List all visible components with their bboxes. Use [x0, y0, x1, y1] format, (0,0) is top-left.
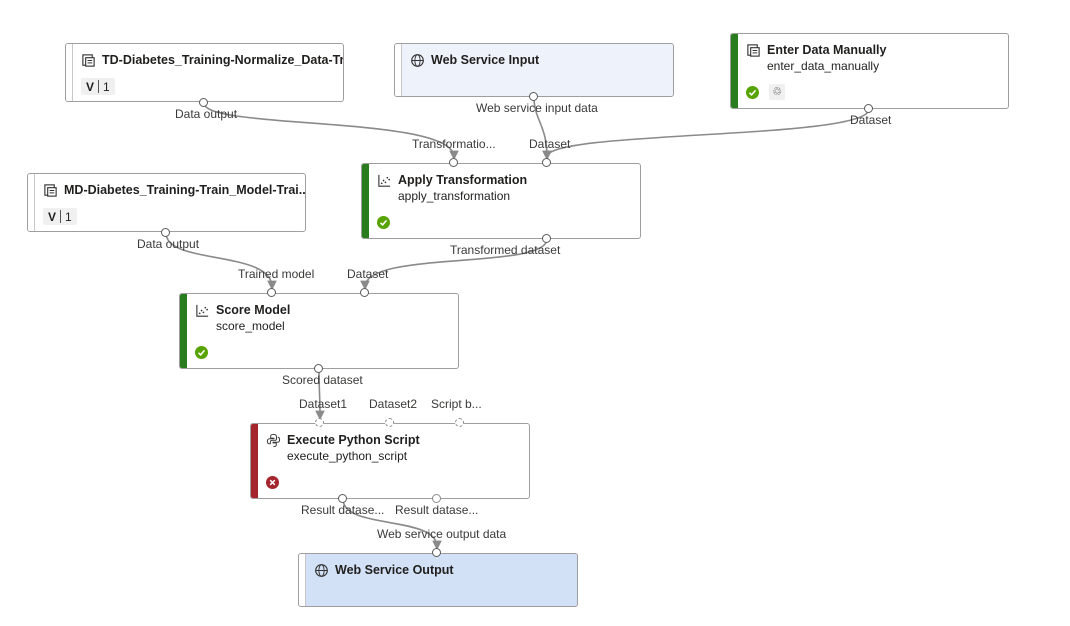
node-apply-transformation[interactable]: Apply Transformation apply_transformatio… [361, 163, 641, 239]
input-port-label: Dataset [529, 137, 571, 151]
output-port[interactable] [199, 98, 208, 107]
output-port[interactable] [314, 364, 323, 373]
node-execute-python-script[interactable]: Execute Python Script execute_python_scr… [250, 423, 530, 499]
input-port[interactable] [385, 418, 394, 427]
node-title: Enter Data Manually [767, 43, 887, 57]
node-td-normalize[interactable]: TD-Diabetes_Training-Normalize_Data-Tr..… [65, 43, 344, 102]
input-port[interactable] [449, 158, 458, 167]
check-icon [195, 346, 208, 359]
node-enter-data-manually[interactable]: Enter Data Manually enter_data_manually … [730, 33, 1009, 109]
recycle-icon[interactable]: ♲ [769, 84, 785, 100]
output-port-label: Data output [137, 237, 200, 251]
node-title: MD-Diabetes_Training-Train_Model-Trai... [64, 183, 306, 197]
input-port[interactable] [315, 418, 324, 427]
node-subtitle: enter_data_manually [767, 59, 880, 73]
dataset-icon [44, 184, 57, 197]
output-port[interactable] [529, 92, 538, 101]
node-title: TD-Diabetes_Training-Normalize_Data-Tr..… [102, 53, 344, 67]
output-port-label: Transformed dataset [450, 243, 561, 257]
input-port-label: Dataset1 [299, 397, 348, 411]
node-subtitle: execute_python_script [287, 449, 408, 463]
output-port[interactable] [432, 494, 441, 503]
node-title: Score Model [216, 303, 291, 317]
node-status-bar [251, 424, 258, 498]
globe-icon [315, 564, 328, 577]
chart-icon [378, 174, 391, 187]
output-port-label: Result datase... [301, 503, 385, 517]
node-title: Web Service Output [335, 563, 454, 577]
chart-icon [196, 304, 209, 317]
input-port-label: Transformatio... [412, 137, 496, 151]
node-score-model[interactable]: Score Model score_model [179, 293, 459, 369]
node-subtitle: apply_transformation [398, 189, 511, 203]
output-port[interactable] [161, 228, 170, 237]
output-port-label: Scored dataset [282, 373, 363, 387]
input-port-label: Web service output data [377, 527, 507, 541]
node-status-bar [66, 44, 73, 101]
input-port[interactable] [542, 158, 551, 167]
node-status-bar [731, 34, 738, 108]
node-status-bar [180, 294, 187, 368]
input-port[interactable] [360, 288, 369, 297]
dataset-icon [747, 44, 760, 57]
output-port[interactable] [864, 104, 873, 113]
node-title: Execute Python Script [287, 433, 420, 447]
edge-enter-to-apply [542, 108, 870, 161]
node-title: Apply Transformation [398, 173, 528, 187]
input-port-label: Dataset [347, 267, 389, 281]
node-title: Web Service Input [431, 53, 540, 67]
input-port-label: Script b... [431, 397, 482, 411]
check-icon [377, 216, 390, 229]
python-icon [266, 433, 281, 448]
output-port[interactable] [542, 234, 551, 243]
error-icon [266, 476, 279, 489]
input-port[interactable] [267, 288, 276, 297]
node-web-service-output[interactable]: Web Service Output [298, 553, 578, 607]
node-subtitle: score_model [216, 319, 285, 333]
node-status-bar [299, 554, 306, 606]
node-status-bar [395, 44, 402, 96]
globe-icon [411, 54, 424, 67]
input-port[interactable] [432, 548, 441, 557]
input-port-label: Dataset2 [369, 397, 418, 411]
input-port-label: Trained model [238, 267, 315, 281]
node-web-service-input[interactable]: Web Service Input [394, 43, 674, 97]
dataset-icon [82, 54, 95, 67]
input-port[interactable] [455, 418, 464, 427]
output-port-label: Result datase... [395, 503, 479, 517]
output-port-label: Data output [175, 107, 238, 121]
output-port-label: Dataset [850, 113, 892, 127]
node-status-bar [362, 164, 369, 238]
node-md-train-model[interactable]: MD-Diabetes_Training-Train_Model-Trai...… [27, 173, 306, 232]
node-status-bar [28, 174, 35, 231]
output-port[interactable] [338, 494, 347, 503]
check-icon [746, 86, 759, 99]
output-port-label: Web service input data [476, 101, 598, 115]
